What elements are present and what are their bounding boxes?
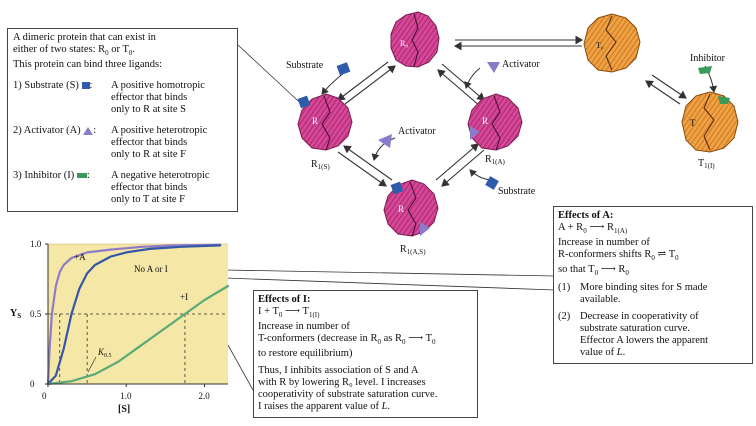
effects-of-a-box: Effects of A: A + R0 ⟶ R1(A) Increase in… bbox=[553, 206, 753, 364]
leader-lines bbox=[224, 44, 556, 391]
protein-t1i-inner: T bbox=[690, 118, 696, 128]
protein-r1s: R bbox=[297, 93, 353, 151]
state-r1a: R1(A) bbox=[485, 154, 506, 166]
effects-i-heading: Effects of I: bbox=[258, 294, 311, 305]
protein-description-box: A dimeric protein that can exist in eith… bbox=[7, 28, 238, 212]
intro-line-3: This protein can bind three ligands: bbox=[13, 59, 163, 71]
activator-icon bbox=[487, 62, 500, 73]
series-line-2 bbox=[46, 284, 230, 386]
y-axis-title: YS bbox=[10, 308, 21, 320]
state-r1as: R1(A,S) bbox=[400, 244, 426, 256]
intro-line-2: either of two states: R0 or T0. bbox=[13, 44, 136, 58]
k05-pointer bbox=[87, 356, 97, 373]
protein-t0: T₀ bbox=[583, 13, 641, 73]
chart-curves bbox=[46, 243, 230, 386]
activator-icon bbox=[83, 126, 94, 135]
y-tick-label: 0.5 bbox=[30, 309, 42, 319]
protein-r1a: R bbox=[467, 93, 523, 151]
protein-r1s-inner: R bbox=[312, 116, 318, 126]
chart-ticks: 0 1.0 2.0 0 0.5 1.0 bbox=[30, 239, 210, 401]
protein-r1a-inner: R bbox=[482, 116, 488, 126]
state-t1i: T1(I) bbox=[698, 158, 715, 170]
y-tick-label: 0 bbox=[30, 379, 35, 389]
protein-t1i: T bbox=[681, 91, 739, 153]
x-axis-title: [S] bbox=[118, 404, 130, 415]
series-line-0 bbox=[46, 243, 222, 386]
effects-i-line2: T-conformers (decrease in R0 as R0 ⟶ T0 bbox=[258, 333, 436, 347]
effects-a-shift: R-conformers shifts R0 ⇌ T0 bbox=[558, 249, 679, 263]
label-activator-top: Activator bbox=[502, 59, 540, 70]
inhibitor-icon bbox=[76, 173, 87, 179]
substrate-icon bbox=[81, 82, 90, 90]
substrate-icon bbox=[485, 176, 499, 190]
activator-icon bbox=[378, 134, 392, 148]
label-activator-mid: Activator bbox=[398, 126, 436, 137]
protein-r1as: R bbox=[383, 179, 439, 237]
ligand-item-activator: 2) Activator (A) : A positive heterotrop… bbox=[13, 125, 208, 161]
effects-a-sothat: so that T0 ⟶ R0 bbox=[558, 264, 629, 278]
annot-no-a-or-i: No A or I bbox=[134, 264, 168, 274]
saturation-chart: 0 1.0 2.0 0 0.5 1.0 YS [S] +A No A or I +I K0… bbox=[10, 239, 230, 415]
ligand-item-inhibitor: 3) Inhibitor (I) : A negative heterotrop… bbox=[13, 170, 210, 206]
y-tick-label: 1.0 bbox=[30, 239, 42, 249]
effects-a-eq: A + R0 ⟶ R1(A) bbox=[558, 222, 628, 236]
label-substrate-top: Substrate bbox=[286, 60, 324, 71]
substrate-icon bbox=[336, 62, 351, 76]
effects-a-heading: Effects of A: bbox=[558, 210, 614, 221]
protein-t0-label: T₀ bbox=[596, 41, 604, 50]
intro-line-1: A dimeric protein that can exist in bbox=[13, 32, 156, 43]
label-substrate-bottom: Substrate bbox=[498, 186, 536, 197]
annot-k05: K0.5 bbox=[97, 347, 112, 359]
series-line-1 bbox=[46, 244, 222, 386]
effects-of-i-box: Effects of I: I + T0 ⟶ T1(I) Increase in… bbox=[253, 290, 478, 418]
equilibrium-arrows bbox=[337, 35, 687, 187]
ligand-item-substrate: 1) Substrate (S) : A positive homotropic… bbox=[13, 80, 205, 116]
x-tick-label: 1.0 bbox=[120, 391, 132, 401]
state-r1s: R1(S) bbox=[311, 159, 330, 171]
annot-plus-i: +I bbox=[180, 292, 188, 302]
label-inhibitor: Inhibitor bbox=[690, 53, 726, 64]
protein-r0-label: R₀ bbox=[400, 39, 408, 48]
effects-i-eq: I + T0 ⟶ T1(I) bbox=[258, 306, 320, 320]
protein-r1as-inner: R bbox=[398, 204, 404, 214]
x-tick-label: 2.0 bbox=[199, 391, 211, 401]
protein-r0: R₀ bbox=[390, 11, 440, 68]
inhibitor-icon bbox=[698, 66, 712, 74]
annot-plus-a: +A bbox=[74, 252, 86, 262]
x-tick-label: 0 bbox=[42, 391, 47, 401]
